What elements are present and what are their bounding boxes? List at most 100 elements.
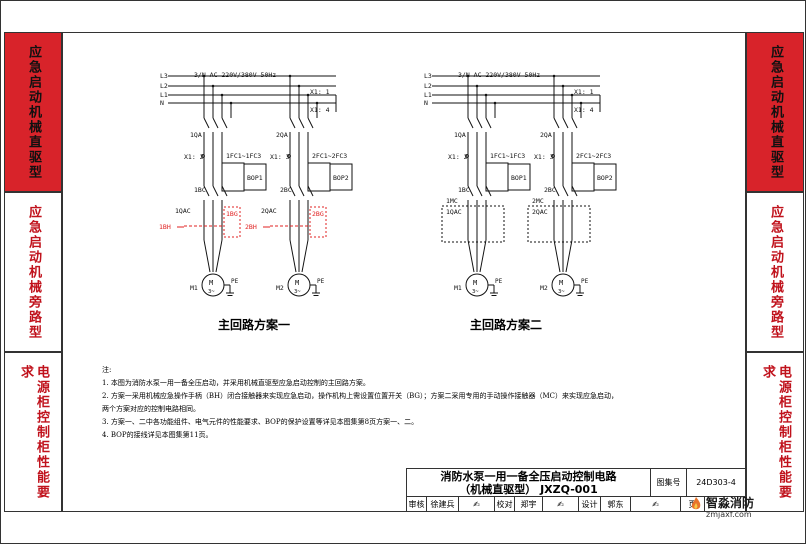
review-label: 审核 (407, 497, 427, 512)
right-tab-label: 应急启动机械旁路型 (768, 205, 783, 340)
motor-lead (479, 239, 487, 273)
bus-label: L3 (424, 72, 432, 80)
breaker-contact (485, 117, 492, 129)
terminal-label: X1: 4 (310, 106, 330, 114)
switch-box (309, 206, 327, 238)
sensor-label: 1FC1~1FC3 (226, 152, 261, 160)
motor-label: M2 (540, 284, 548, 292)
design-label: 设计 (579, 497, 601, 512)
scheme-two-title: 主回路方案二 (470, 318, 543, 332)
notes: 注: 1. 本图为消防水泵一用一备全压启动，并采用机械直驱型应急启动控制的主回路… (102, 364, 618, 442)
right-tab-mechanical-bypass[interactable]: 应急启动机械旁路型 (746, 192, 804, 352)
breaker-label: 2QA (276, 131, 288, 139)
terminal-dot (287, 154, 291, 158)
breaker-contact (289, 117, 296, 129)
watermark-brand: 智淼消防 (706, 496, 755, 510)
note-line: 1. 本图为消防水泵一用一备全压启动，并采用机械直驱型应急启动控制的主回路方案。 (102, 379, 370, 387)
contactor-contact (221, 185, 228, 197)
contactor-contact (553, 185, 560, 197)
drawing-title-line2: （机械直驱型） JXZQ-001 (459, 483, 598, 496)
left-tab-mechanical-direct[interactable]: 应急启动机械直驱型 (4, 32, 62, 192)
terminal-dot (201, 154, 205, 158)
notes-heading: 注: (102, 366, 112, 374)
sensor-box (571, 162, 595, 192)
manual-contactor-box (441, 205, 505, 243)
terminal-dot (551, 154, 555, 158)
bus-label: N (160, 99, 164, 107)
terminal-label: X1: 3 (534, 153, 554, 161)
breaker-contact (476, 117, 483, 129)
contactor-contact (562, 185, 569, 197)
ground-label: PE (495, 278, 503, 285)
motor-symbol: M (295, 279, 299, 287)
check-label: 校对 (495, 497, 515, 512)
scheme-one-title: 主回路方案一 (218, 318, 291, 332)
manual-contactor-box (527, 205, 591, 243)
motor-lead (301, 239, 309, 273)
left-tab-label: 电源柜控制柜性能要求 (18, 365, 49, 500)
motor-symbol: M (209, 279, 213, 287)
left-tab-cabinet-requirements[interactable]: 电源柜控制柜性能要求 (4, 352, 62, 512)
bus-label: L2 (160, 82, 168, 90)
manual-contactor-label: 2MC (532, 197, 544, 205)
motor-lead (467, 239, 475, 273)
sensor-box (307, 162, 331, 192)
motor-label: M2 (276, 284, 284, 292)
right-tab-mechanical-direct[interactable]: 应急启动机械直驱型 (746, 32, 804, 192)
drawing-title: 消防水泵一用一备全压启动控制电路 （机械直驱型） JXZQ-001 (407, 469, 651, 497)
sensor-label: 2FC1~2FC3 (312, 152, 347, 160)
terminal-label: X1: 3 (270, 153, 290, 161)
emergency-label: 1QAC (446, 208, 462, 216)
handle-label: 1BH (159, 223, 171, 231)
protector-label: BOP1 (247, 174, 263, 182)
contactor-contact (467, 185, 474, 197)
reviewer-name: 徐建兵 (427, 497, 459, 512)
motor-lead (553, 239, 561, 273)
bus-label: L1 (160, 91, 168, 99)
handle-label: 2BH (245, 223, 257, 231)
contactor-contact (298, 185, 305, 197)
switch-box (223, 206, 241, 238)
emergency-label: 2QAC (261, 207, 277, 215)
reviewer-signature: ✍ (459, 497, 495, 512)
right-tab-label: 电源柜控制柜性能要求 (760, 365, 791, 500)
contactor-label: 2BC (544, 186, 556, 194)
protector-box (329, 163, 353, 191)
motor-phase: 3~ (208, 289, 215, 295)
contactor-contact (212, 185, 219, 197)
motor-phase: 3~ (558, 289, 565, 295)
checker-name: 郑宇 (515, 497, 543, 512)
switch-label: 1BG (226, 210, 238, 218)
drawing-title-line1: 消防水泵一用一备全压启动控制电路 (440, 470, 617, 483)
breaker-contact (221, 117, 228, 129)
motor-lead (203, 239, 211, 273)
contactor-label: 2BC (280, 186, 292, 194)
protector-box (507, 163, 531, 191)
motor-symbol: M (559, 279, 563, 287)
checker-signature: ✍ (543, 497, 579, 512)
note-line: 2. 方案一采用机械应急操作手柄（BH）闭合接触器来实现应急启动，操作机构上需设… (102, 392, 619, 400)
contactor-contact (476, 185, 483, 197)
contactor-contact (203, 185, 210, 197)
title-block: 消防水泵一用一备全压启动控制电路 （机械直驱型） JXZQ-001 图集号 24… (406, 468, 746, 512)
contactor-contact (307, 185, 314, 197)
bus-label: L1 (424, 91, 432, 99)
terminal-dot (465, 154, 469, 158)
terminal-label: X1: 1 (574, 88, 594, 96)
protector-box (593, 163, 617, 191)
right-tab-cabinet-requirements[interactable]: 电源柜控制柜性能要求 (746, 352, 804, 512)
motor-lead (215, 239, 223, 273)
terminal-label: X1: 2 (448, 153, 468, 161)
atlas-label: 图集号 (651, 469, 687, 497)
left-tab-mechanical-bypass[interactable]: 应急启动机械旁路型 (4, 192, 62, 352)
designer-signature: ✍ (631, 497, 681, 512)
protector-label: BOP2 (597, 174, 613, 182)
breaker-label: 1QA (454, 131, 466, 139)
right-tab-label: 应急启动机械直驱型 (768, 45, 783, 180)
drawing-area (62, 32, 746, 512)
motor-phase: 3~ (472, 289, 479, 295)
contactor-label: 1BC (458, 186, 470, 194)
bus-label: N (424, 99, 428, 107)
